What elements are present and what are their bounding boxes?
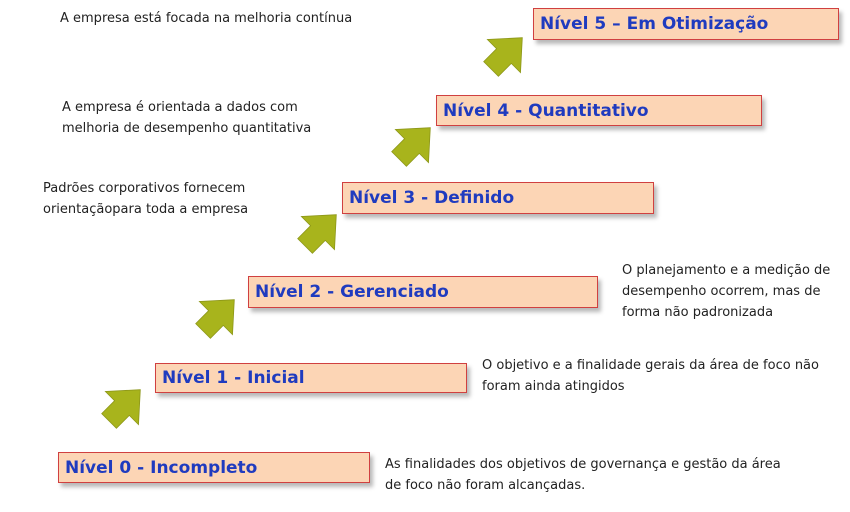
level-1-description: O objetivo e a finalidade gerais da área… <box>482 355 819 397</box>
level-3-box: Nível 3 - Definido <box>342 182 654 214</box>
level-1-label: Nível 1 - Inicial <box>162 368 305 388</box>
level-5-label: Nível 5 – Em Otimização <box>540 14 769 34</box>
level-1-description-line: O objetivo e a finalidade gerais da área… <box>482 358 819 373</box>
level-3-label: Nível 3 - Definido <box>349 188 515 208</box>
level-5-description: A empresa está focada na melhoria contín… <box>60 8 352 29</box>
level-4-box: Nível 4 - Quantitativo <box>436 95 762 126</box>
level-2-box: Nível 2 - Gerenciado <box>248 276 598 308</box>
level-4-description-line: melhoria de desempenho quantitativa <box>62 121 312 136</box>
level-3-description-line: orientaçãopara toda a empresa <box>43 202 249 217</box>
level-0-description-line: As finalidades dos objetivos de governan… <box>385 457 781 472</box>
diagonal-up-right-arrow-icon <box>391 127 431 167</box>
level-3-description: Padrões corporativos fornecem orientação… <box>43 178 248 220</box>
level-2-label: Nível 2 - Gerenciado <box>255 282 449 302</box>
diagonal-up-right-arrow-icon <box>297 214 337 254</box>
level-0-description-line: de foco não foram alcançadas. <box>385 478 586 493</box>
level-4-description: A empresa é orientada a dados com melhor… <box>62 97 311 139</box>
level-2-description: O planejamento e a medição de desempenho… <box>622 260 830 323</box>
level-5-box: Nível 5 – Em Otimização <box>533 8 839 40</box>
level-0-label: Nível 0 - Incompleto <box>65 457 258 478</box>
level-1-box: Nível 1 - Inicial <box>155 363 467 393</box>
level-0-box: Nível 0 - Incompleto <box>58 452 370 483</box>
diagonal-up-right-arrow-icon <box>483 37 523 77</box>
level-1-description-line: foram ainda atingidos <box>482 379 625 394</box>
level-5-description-line: A empresa está focada na melhoria contín… <box>60 11 353 26</box>
level-0-description: As finalidades dos objetivos de governan… <box>385 454 781 496</box>
level-2-description-line: forma não padronizada <box>622 305 774 320</box>
diagonal-up-right-arrow-icon <box>195 299 235 339</box>
level-2-description-line: desempenho ocorrem, mas de <box>622 284 821 299</box>
level-4-description-line: A empresa é orientada a dados com <box>62 100 298 115</box>
diagonal-up-right-arrow-icon <box>101 389 141 429</box>
level-2-description-line: O planejamento e a medição de <box>622 263 831 278</box>
level-3-description-line: Padrões corporativos fornecem <box>43 181 246 196</box>
level-4-label: Nível 4 - Quantitativo <box>443 100 649 121</box>
